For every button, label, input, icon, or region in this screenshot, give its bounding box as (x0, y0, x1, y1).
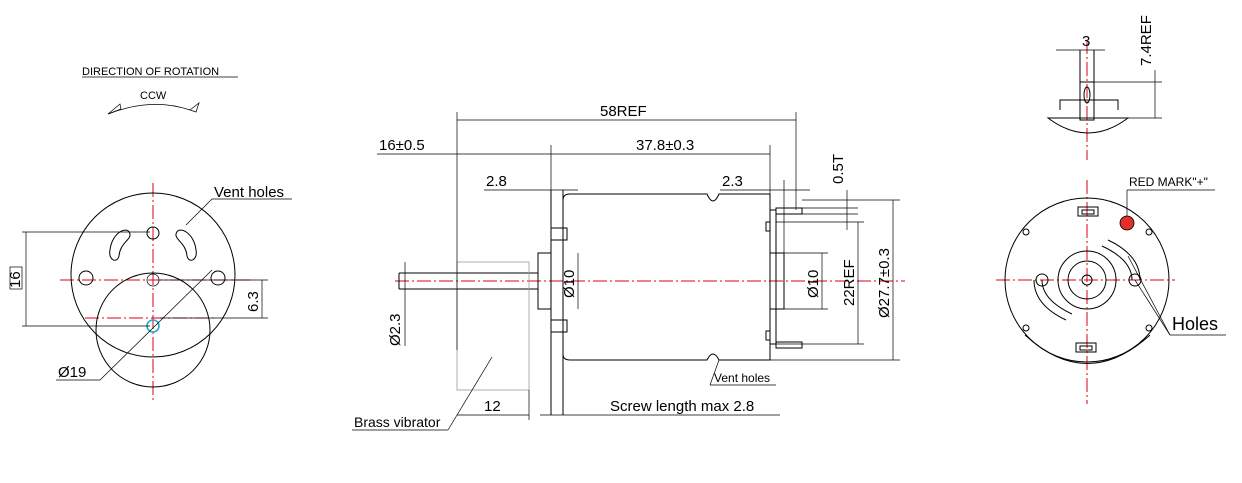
dim-3-label: 3 (1082, 33, 1090, 50)
red-mark-label: RED MARK"+" (1129, 175, 1208, 189)
dim-2-8-label: 2.8 (486, 173, 507, 190)
terminal-detail-view: 3 7.4REF (1046, 15, 1162, 160)
dim-58ref-label: 58REF (600, 103, 647, 120)
dim-12-label: 12 (484, 398, 501, 415)
dim-16-label: 16 (7, 271, 24, 288)
dim-dia2-3-label: Ø2.3 (387, 313, 404, 346)
red-mark-dot (1119, 215, 1135, 231)
direction-of-rotation-label: DIRECTION OF ROTATION (82, 66, 219, 78)
screw-length-label: Screw length max 2.8 (610, 398, 754, 415)
holes-label: Holes (1172, 314, 1218, 334)
motor-body-outline (562, 193, 771, 361)
dim-0-5t-label: 0.5T (830, 154, 847, 184)
dim-22ref-label: 22REF (841, 259, 858, 306)
dim-dia10-left-label: Ø10 (561, 270, 578, 298)
dim-dia10-right-label: Ø10 (805, 270, 822, 298)
ccw-label: CCW (140, 90, 167, 102)
dim-2-3-label: 2.3 (722, 173, 743, 190)
vent-holes-side-label: Vent holes (714, 371, 770, 385)
front-hub-circle (95, 272, 211, 388)
front-view-left: DIRECTION OF ROTATION CCW 16 (7, 66, 292, 400)
dim-6-3-label: 6.3 (245, 291, 262, 312)
dim-37-8-label: 37.8±0.3 (636, 137, 694, 154)
motor-endcap-outline (70, 192, 236, 358)
dim-7-4ref-label: 7.4REF (1138, 15, 1155, 66)
vent-slot-right (175, 229, 197, 261)
rear-endcap-outline (1004, 197, 1170, 363)
rotation-arrow-icon (107, 102, 200, 115)
dim-16pm05-label: 16±0.5 (379, 137, 425, 154)
dim-dia27-7-label: Ø27.7±0.3 (876, 248, 893, 318)
vent-holes-label: Vent holes (214, 184, 284, 201)
dim-dia19-label: Ø19 (58, 364, 86, 381)
brass-vibrator-label: Brass vibrator (354, 414, 441, 430)
vent-slot-left (109, 229, 131, 261)
side-view-center: 58REF 16±0.5 37.8±0.3 2.8 2.3 0.5T Ø10 Ø… (352, 103, 905, 431)
rear-view-right: RED MARK"+" Holes (996, 175, 1226, 404)
